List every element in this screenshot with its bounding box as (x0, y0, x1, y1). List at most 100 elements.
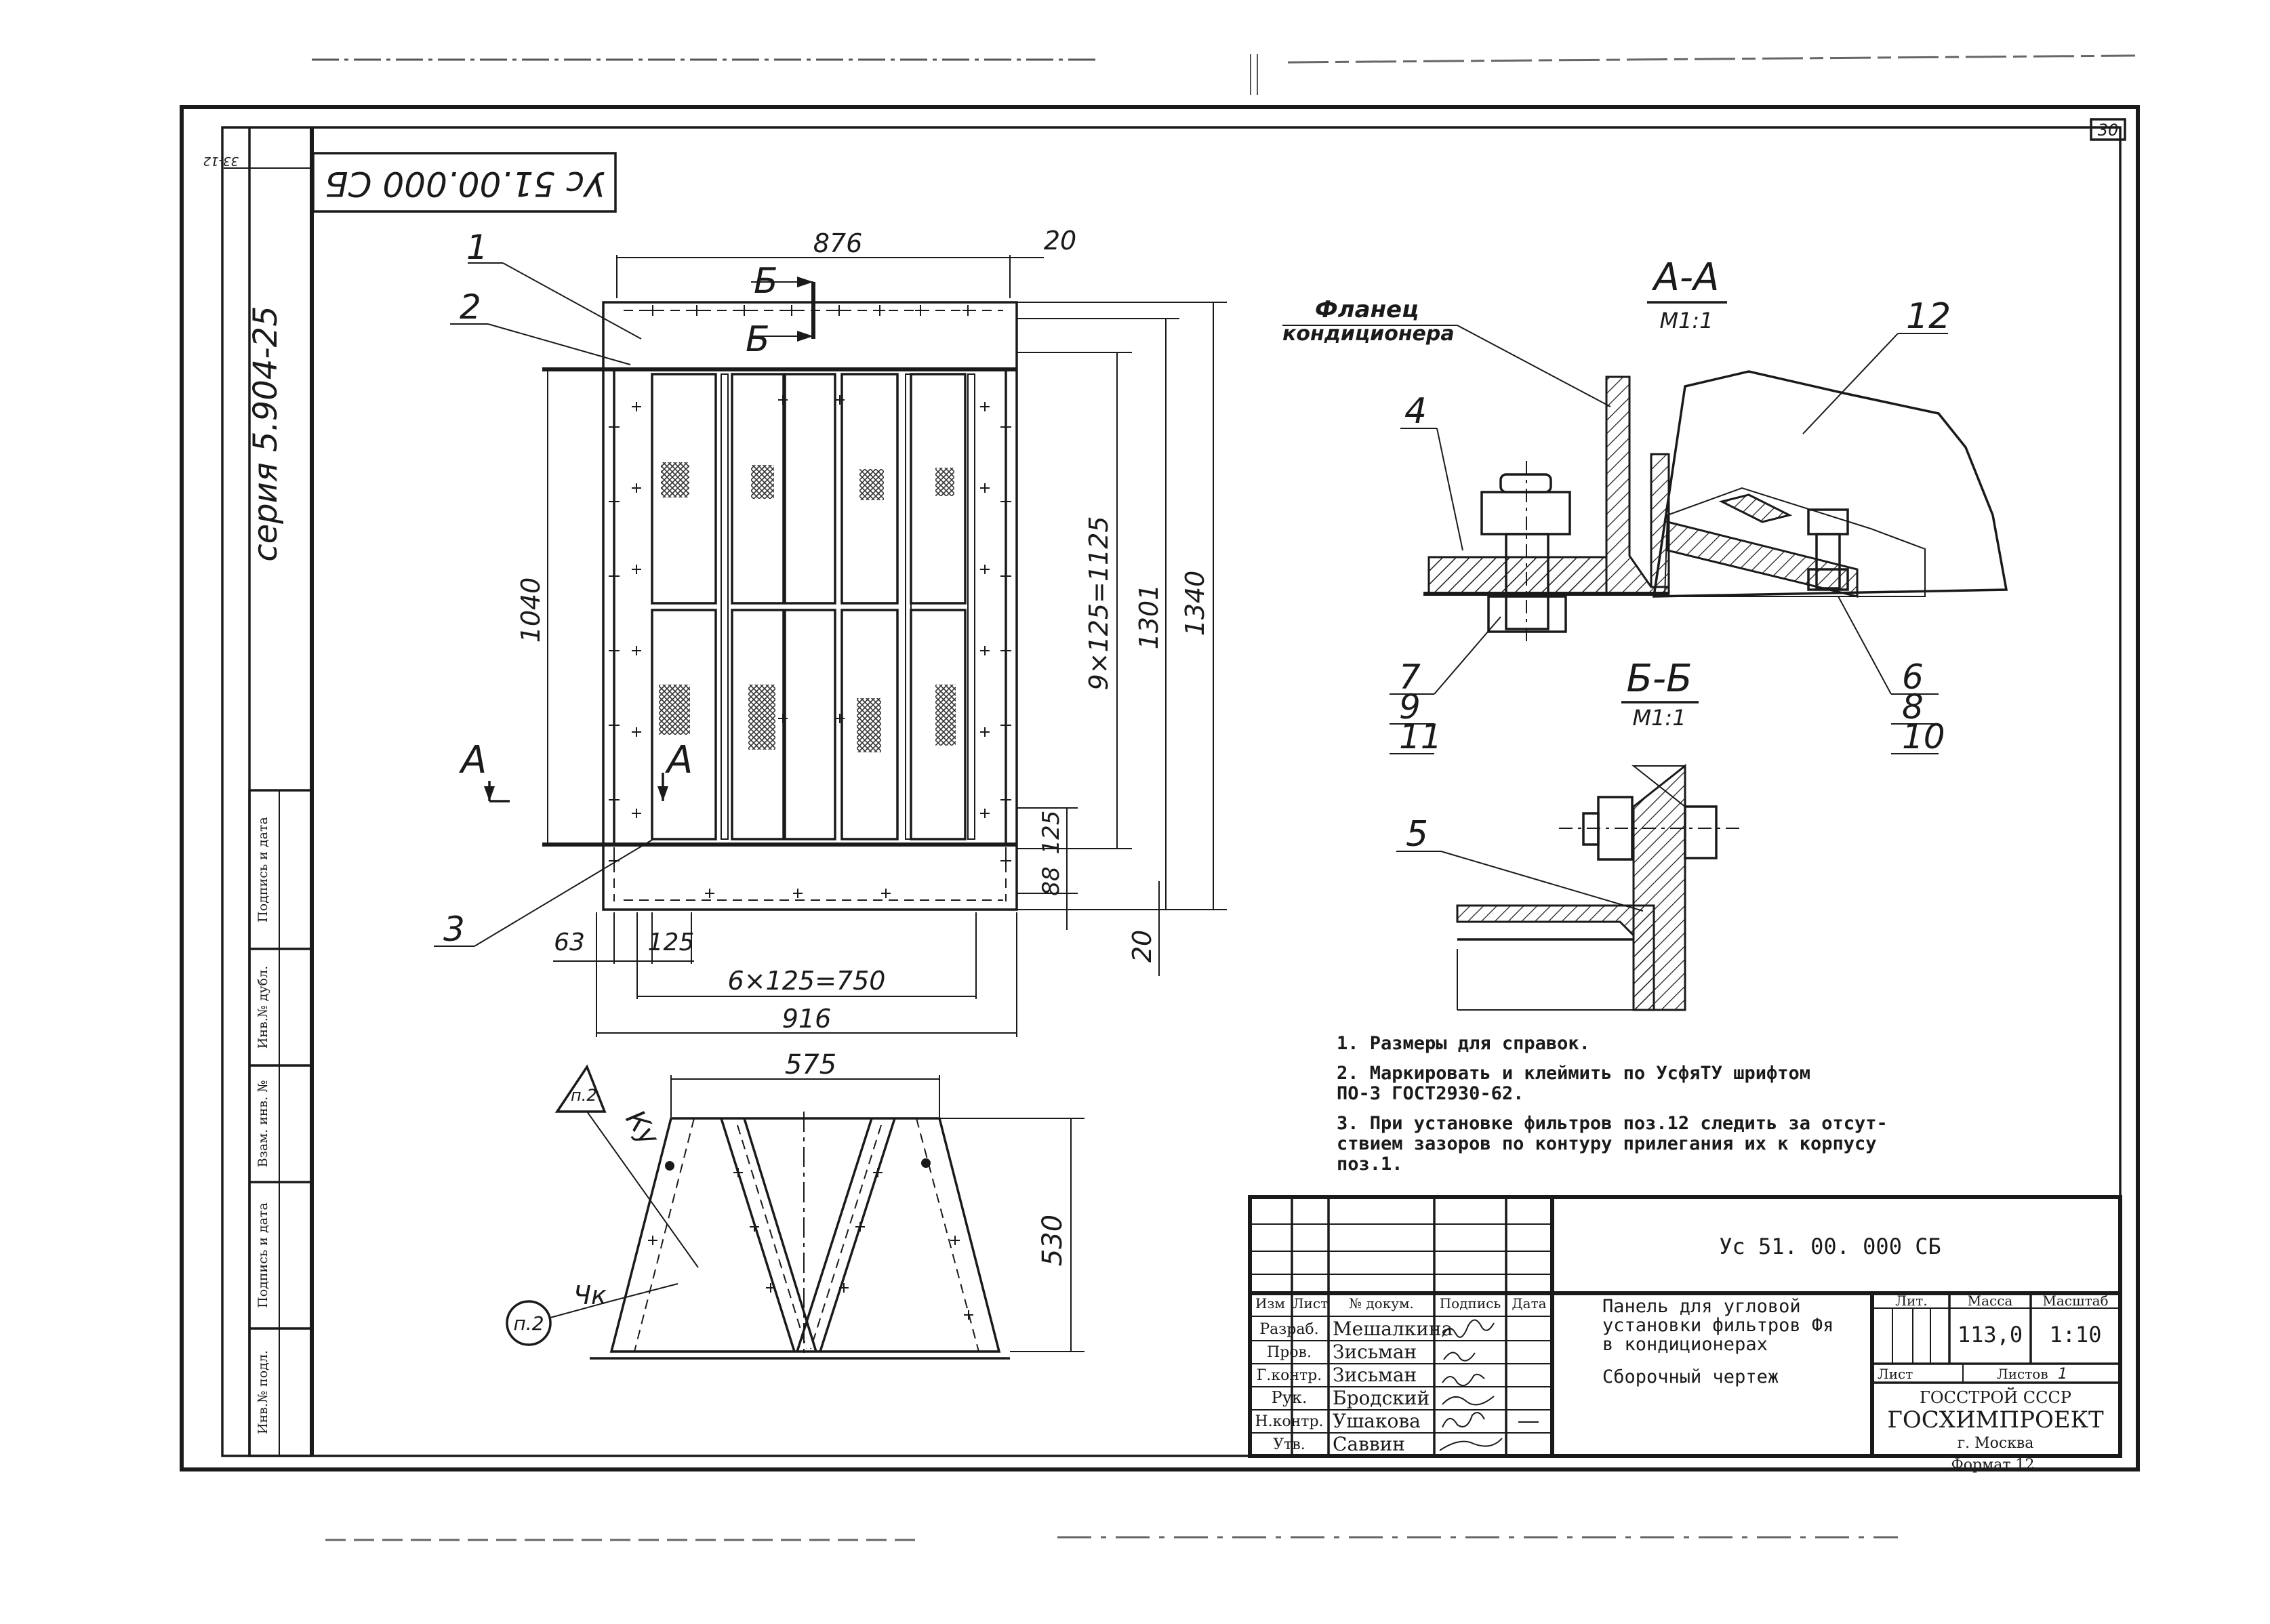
tb-scale-header: Масштаб (2042, 1293, 2108, 1309)
tb-org-3: г. Москва (1958, 1435, 2034, 1452)
dim-20-bottom: 20 (1127, 930, 1157, 962)
tb-person: Бродский (1333, 1387, 1430, 1409)
tb-name-line: Панель для угловой (1602, 1296, 1801, 1317)
tb-name-line: установки фильтров Фя (1602, 1315, 1833, 1336)
tb-mass: 113,0 (1958, 1322, 2023, 1347)
position-10: 10 (1902, 717, 1945, 756)
tb-col-header: Изм (1255, 1295, 1285, 1312)
dim-530: 530 (1037, 1215, 1068, 1266)
section-aa-title: А-А (1652, 256, 1720, 300)
position-4: 4 (1404, 391, 1427, 432)
series-label: серия 5.904-25 (247, 306, 285, 562)
position-11: 11 (1399, 717, 1442, 756)
strip-label: Подпись и дата (256, 1202, 270, 1308)
title-block: Изм Лист № докум. Подпись Дата Разраб. М… (1248, 1195, 2122, 1474)
strip-label: Инв.№ подл. (256, 1350, 270, 1434)
strip-label: Подпись и дата (256, 817, 270, 922)
dim-20-top: 20 (1044, 226, 1076, 256)
tb-sheets-value: 1 (2058, 1366, 2067, 1383)
position-5: 5 (1406, 814, 1428, 855)
tb-scale: 1:10 (2049, 1322, 2101, 1347)
section-bb-title: Б-Б (1626, 657, 1692, 701)
note-line: ствием зазоров по контуру прилегания их … (1337, 1133, 1877, 1154)
dim-88: 88 (1038, 866, 1065, 895)
cut-label-b1: Б (754, 261, 778, 302)
section-aa-scale: М1:1 (1659, 308, 1713, 333)
cut-label-a2: А (665, 738, 693, 782)
tb-org-1: ГОССТРОЙ СССР (1920, 1387, 2071, 1407)
note-line: 3. При установке фильтров поз.12 следить… (1337, 1113, 1888, 1134)
tb-col-header: № докум. (1349, 1295, 1414, 1312)
tb-person: Мешалкина (1333, 1318, 1453, 1340)
corner-mark: 33-12 (203, 154, 239, 168)
tb-sheet-label: Лист (1878, 1366, 1913, 1382)
dim-876: 876 (813, 228, 863, 258)
position-3: 3 (443, 910, 465, 949)
bolt-marks (609, 305, 1011, 898)
side-view: 575 530 п.2 Ку п.2 Чк (506, 1049, 1085, 1360)
dim-125-b: 125 (1038, 811, 1065, 855)
position-6: 6 (1902, 657, 1924, 697)
dim-575: 575 (785, 1049, 836, 1080)
dim-1301: 1301 (1134, 584, 1164, 650)
position-12: 12 (1906, 296, 1951, 337)
section-cut-a: А А (459, 738, 693, 803)
position-1: 1 (466, 228, 488, 267)
scan-artifacts (312, 54, 2136, 1541)
sheet-code: Ус 51.00.000 СБ (325, 164, 605, 203)
position-2: 2 (460, 287, 481, 327)
position-leaders: 1 2 3 (434, 228, 654, 949)
tb-sheets-label: Листов (1997, 1366, 2048, 1382)
plan-view: Б Б А А 1 2 3 (434, 226, 1227, 1037)
dim-1040: 1040 (516, 577, 546, 643)
tb-role: Рук. (1272, 1388, 1308, 1407)
tb-col-header: Подпись (1440, 1295, 1501, 1312)
position-7: 7 (1399, 657, 1421, 697)
section-bb: Б-Б М1:1 5 (1396, 657, 1742, 1011)
tb-role: Н.контр. (1255, 1413, 1323, 1430)
note-line: ПО-3 ГОСТ2930-62. (1337, 1083, 1524, 1104)
section-cut-b: Б Б (746, 261, 815, 360)
position-9: 9 (1399, 687, 1421, 727)
tb-doc-type: Сборочный чертеж (1602, 1366, 1779, 1387)
section-bb-scale: М1:1 (1632, 705, 1686, 731)
tb-name-line: в кондиционерах (1602, 1334, 1768, 1355)
strip-label: Взам. инв. № (256, 1080, 270, 1168)
weld-mark-3: Чк (573, 1280, 607, 1310)
section-aa: А-А М1:1 Фланец кондиционера 4 (1282, 256, 2008, 756)
filter-cells (651, 373, 975, 840)
cut-label-b2: Б (746, 319, 770, 360)
tb-doc-code: Ус 51. 00. 000 СБ (1719, 1234, 1941, 1259)
tb-person: Саввин (1333, 1433, 1405, 1455)
panel-outline (602, 301, 1018, 911)
dim-916: 916 (782, 1004, 832, 1034)
flange-label-1: Фланец (1315, 296, 1419, 323)
notes: 1. Размеры для справок. 2. Маркировать и… (1337, 1033, 1888, 1175)
note-line: поз.1. (1337, 1154, 1403, 1175)
tb-format: Формат 12 (1951, 1457, 2035, 1474)
cut-label-a1: А (459, 738, 487, 782)
tb-person: Зисьман (1333, 1341, 1417, 1363)
dim-1340: 1340 (1180, 571, 1210, 636)
dim-pitch-v: 9×125=1125 (1084, 516, 1114, 690)
sheet-number: 30 (2098, 121, 2119, 140)
position-8: 8 (1902, 687, 1924, 727)
dim-pitch-h: 6×125=750 (728, 966, 886, 996)
tb-role: Пров. (1267, 1344, 1312, 1361)
weld-mark-2: Ку (620, 1105, 666, 1152)
tb-col-header: Дата (1512, 1295, 1546, 1312)
weld-mark-4: п.2 (513, 1312, 544, 1335)
signature-scribbles (1439, 1319, 1539, 1451)
tb-role: Разраб. (1259, 1321, 1318, 1338)
tb-col-header: Лист (1293, 1295, 1328, 1312)
strip-label: Инв.№ дубл. (256, 966, 270, 1049)
weld-mark-1: п.2 (571, 1086, 597, 1105)
dim-125-a: 125 (648, 929, 695, 956)
note-line: 1. Размеры для справок. (1337, 1033, 1590, 1054)
sheet-code-stamp: Ус 51.00.000 СБ (312, 152, 617, 213)
tb-lit-header: Лит. (1895, 1293, 1927, 1309)
tb-org-2: ГОСХИМПРОЕКТ (1887, 1406, 2104, 1434)
tb-role: Утв. (1273, 1436, 1305, 1453)
tb-mass-header: Масса (1968, 1293, 2013, 1309)
